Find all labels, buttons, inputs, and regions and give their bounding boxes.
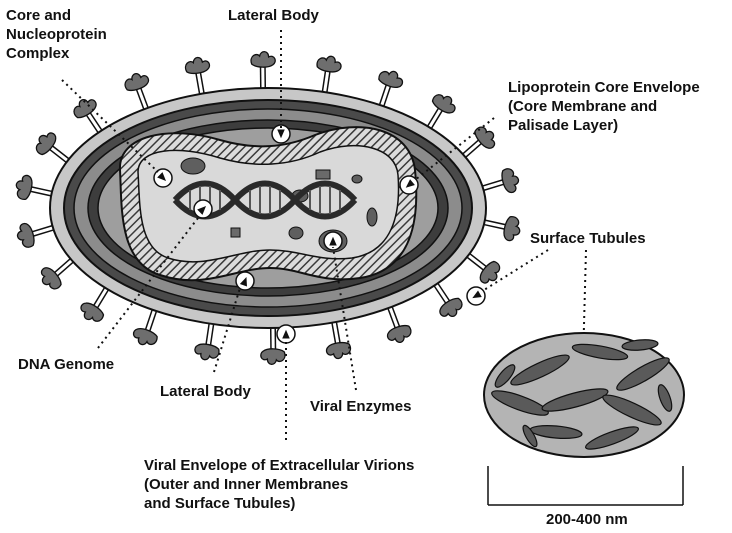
label-lateral-body-top: Lateral Body: [228, 6, 319, 25]
label-surface-tubules: Surface Tubules: [530, 229, 646, 248]
spike-head: [122, 70, 150, 93]
scale-bar: [488, 466, 683, 505]
spike-head: [377, 67, 405, 89]
spike-head: [14, 174, 34, 201]
spike-head: [251, 51, 275, 67]
inclusion: [367, 208, 377, 226]
spike-head: [194, 343, 220, 362]
spike-head: [430, 90, 459, 116]
inclusion: [352, 175, 362, 183]
label-viral-enzymes: Viral Enzymes: [310, 397, 411, 416]
label-lipoprotein-core-envelope: Lipoprotein Core Envelope (Core Membrane…: [508, 78, 700, 135]
label-dna-genome: DNA Genome: [18, 355, 114, 374]
label-core-and-nucleoprotein: Core and Nucleoprotein Complex: [6, 6, 107, 63]
spike-head: [261, 349, 285, 365]
spike-head: [325, 341, 352, 360]
spike-head: [184, 56, 211, 75]
inclusion: [316, 170, 330, 179]
inclusion: [181, 158, 205, 174]
spike-head: [70, 94, 99, 120]
spike-head: [15, 222, 37, 250]
inclusion: [231, 228, 240, 237]
spike-head: [437, 295, 466, 321]
inclusion: [289, 227, 303, 239]
virion: [50, 88, 486, 328]
spike-head: [77, 300, 106, 326]
spike-head: [500, 166, 522, 194]
spike-head: [386, 323, 414, 346]
label-viral-envelope: Viral Envelope of Extracellular Virions …: [144, 456, 414, 513]
spike-head: [502, 215, 522, 242]
surface-tubule-particle: [484, 333, 684, 457]
spike-head: [316, 54, 342, 73]
label-lateral-body-bottom: Lateral Body: [160, 382, 251, 401]
spike-head: [131, 326, 159, 348]
label-scale-bar: 200-400 nm: [546, 510, 628, 529]
